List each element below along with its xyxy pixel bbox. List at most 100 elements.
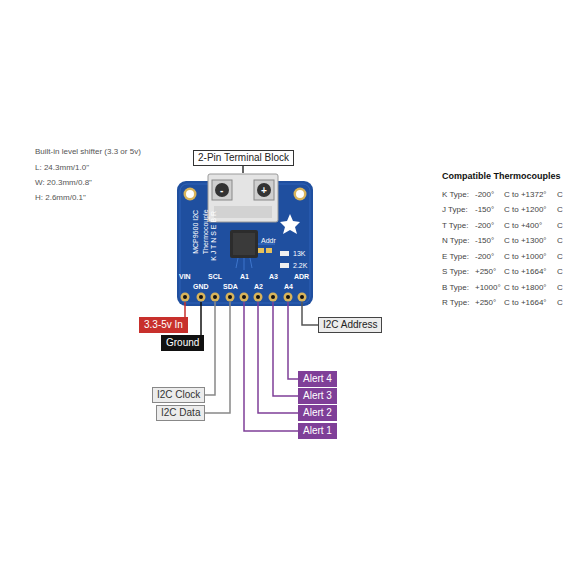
callout-text: 2-Pin Terminal Block: [198, 152, 289, 163]
pin-name: GND: [193, 283, 209, 291]
pin-hole-part: [199, 295, 203, 299]
pin-name: SDA: [223, 283, 238, 291]
table-cell: C: [557, 237, 563, 246]
pin-hole: [181, 293, 307, 302]
table-heading: Compatible Thermocouples: [442, 172, 561, 182]
callout-box: Alert 4: [298, 371, 337, 387]
table-cell: -150°: [475, 206, 494, 215]
callout-box: 2-Pin Terminal Block: [193, 150, 294, 166]
pin-name: A3: [269, 273, 278, 281]
table-cell: +250°: [475, 268, 496, 277]
terminal-block-part: [257, 183, 271, 197]
callout-box: Alert 1: [298, 423, 337, 439]
pin-name: A1: [240, 273, 249, 281]
callout-text: Alert 1: [303, 425, 332, 436]
callout-text: I2C Address: [323, 319, 377, 330]
mounting-hole-part: [294, 188, 307, 201]
table-cell: C: [557, 206, 563, 215]
pin-hole-part: [242, 295, 246, 299]
leader-line-part: [258, 302, 298, 413]
pin-name: ADR: [294, 273, 309, 281]
table-cell: C: [557, 268, 563, 277]
traces-part: [236, 244, 275, 270]
pin-hole-part: [298, 293, 307, 302]
table-cell: C to +1300°: [504, 237, 547, 246]
pin-hole-part: [269, 293, 278, 302]
adafruit-logo: [280, 214, 300, 234]
table-cell: C to +1664°: [504, 268, 547, 277]
pin-name: SCL: [208, 273, 222, 281]
leader-line-part: [302, 302, 318, 325]
callout-text: Alert 3: [303, 390, 332, 401]
callout-text: Ground: [166, 337, 199, 348]
table-cell: C: [557, 299, 563, 308]
table-cell: K Type:: [442, 191, 469, 200]
terminal-block: [208, 174, 278, 222]
note: W: 20.3mm/0.8": [35, 179, 92, 188]
chip-part: [233, 233, 255, 255]
pin-hole-part: [213, 295, 217, 299]
leader-line-part: [184, 302, 186, 318]
address-jumper-part: [266, 248, 272, 253]
callout-text: 3.3-5v In: [144, 319, 183, 330]
silkscreen-text: Thermocouple: [202, 209, 210, 254]
resistor-part: [280, 251, 289, 256]
terminal-block-part: [214, 206, 272, 218]
table-cell: -200°: [475, 222, 494, 231]
pin-hole-part: [211, 293, 220, 302]
pin-hole-part: [286, 295, 290, 299]
silkscreen-text: K J T N S E B R: [210, 211, 218, 261]
leader-line-part: [205, 302, 230, 413]
silkscreen-text: 2.2K: [293, 262, 307, 270]
address-jumper-part: [258, 248, 264, 253]
mounting-hole-part: [296, 190, 304, 198]
callout-text: Alert 2: [303, 407, 332, 418]
table-cell: C to +1664°: [504, 299, 547, 308]
table-cell: -150°: [475, 237, 494, 246]
pin-hole-part: [183, 295, 187, 299]
table-cell: C: [557, 284, 563, 293]
silkscreen-text: -: [220, 185, 223, 196]
mounting-hole-part: [186, 190, 194, 198]
pin-hole-part: [271, 295, 275, 299]
terminal-block-part: [212, 180, 232, 200]
table-cell: C: [557, 253, 563, 262]
table-cell: R Type:: [442, 299, 469, 308]
resistor-part: [280, 263, 289, 268]
silkscreen-text: +: [261, 185, 267, 196]
pin-hole-part: [256, 295, 260, 299]
note: H: 2.6mm/0.1": [35, 194, 86, 203]
terminal-block-part: [254, 180, 274, 200]
callout-box: I2C Data: [156, 405, 205, 421]
table-cell: +1000°: [475, 284, 501, 293]
silkscreen-text: MCP9600 I2C: [192, 210, 200, 254]
pin-hole-part: [226, 293, 235, 302]
table-cell: S Type:: [442, 268, 469, 277]
callout-box: I2C Address: [318, 317, 382, 333]
traces: [236, 244, 275, 270]
callout-box: Ground: [161, 335, 204, 351]
pin-hole-part: [300, 295, 304, 299]
callout-box: Alert 3: [298, 388, 337, 404]
leader-line-part: [200, 302, 202, 336]
pin-hole-part: [197, 293, 206, 302]
silkscreen-text: 13K: [293, 250, 305, 258]
adafruit-logo-part: [280, 214, 300, 234]
leader-line-part: [288, 302, 298, 379]
mounting-hole-part: [184, 188, 197, 201]
terminal-block-part: [208, 174, 278, 222]
pin-hole-part: [240, 293, 249, 302]
table-cell: C to +1800°: [504, 284, 547, 293]
pin-hole-part: [284, 293, 293, 302]
leader-line-part: [242, 166, 244, 173]
pin-name: VIN: [179, 273, 191, 281]
pin-hole-part: [254, 293, 263, 302]
note: Built-in level shifter (3.3 or 5v): [35, 148, 141, 157]
callout-box: 3.3-5v In: [139, 317, 188, 333]
table-cell: E Type:: [442, 253, 469, 262]
leader-line-part: [244, 302, 298, 431]
table-cell: C to +1372°: [504, 191, 547, 200]
note: L: 24.3mm/1.0": [35, 164, 89, 173]
